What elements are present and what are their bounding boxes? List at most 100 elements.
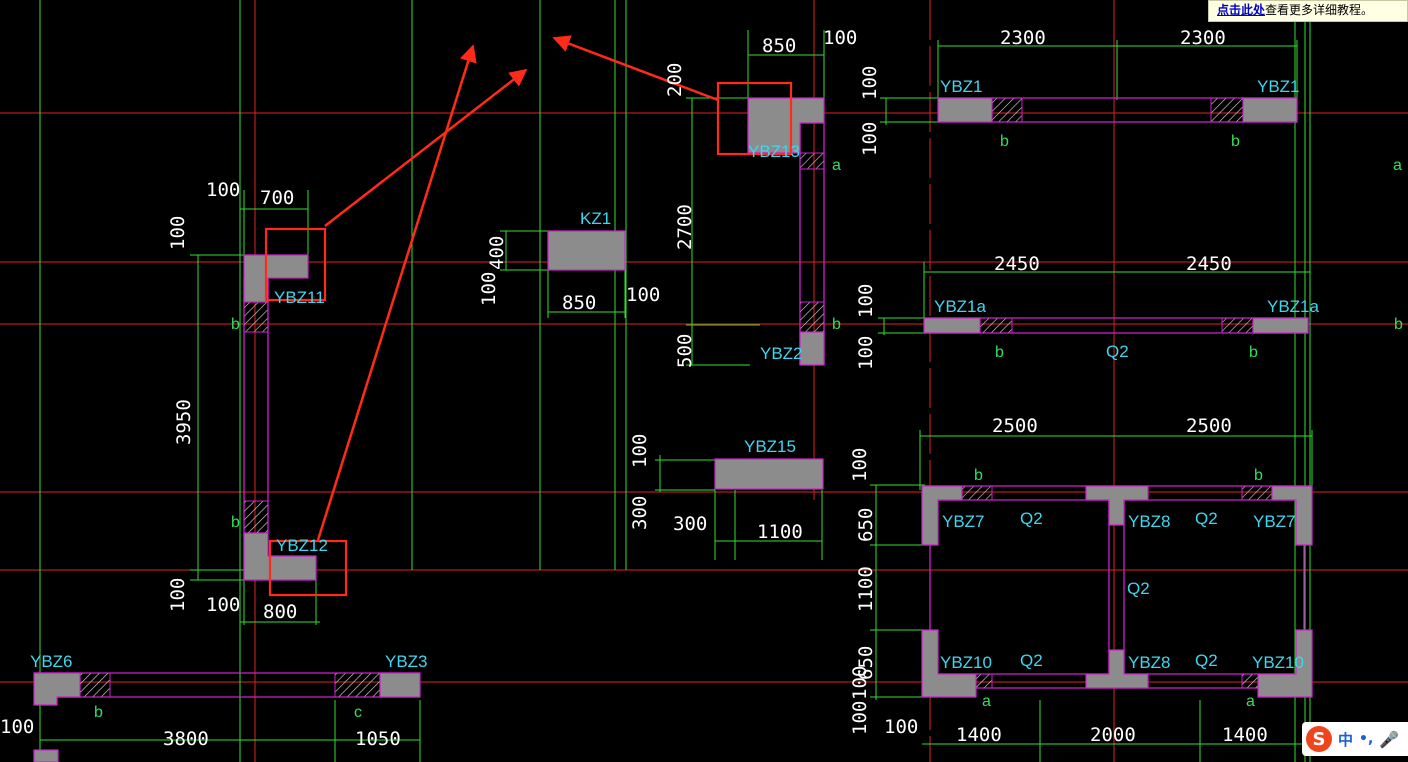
dim-2700: 2700 [674, 204, 696, 250]
dim-2500-left: 2500 [992, 415, 1038, 437]
dim-800: 800 [263, 601, 297, 623]
label-ybz15: YBZ15 [744, 437, 796, 456]
dim-100-v-ybz11: 100 [167, 216, 189, 250]
dim-850-top: 850 [762, 35, 796, 57]
dim-2300-left: 2300 [1000, 27, 1046, 49]
arrow-1 [552, 35, 719, 102]
dim-2500-right: 2500 [1186, 415, 1232, 437]
dim-100-ybz1a-b: 100 [855, 336, 877, 370]
label-ybz1-right: YBZ1 [1257, 77, 1300, 96]
dim-200-v: 200 [664, 63, 686, 97]
dim-2450-right: 2450 [1186, 253, 1232, 275]
dim-3950: 3950 [173, 399, 195, 445]
ime-mode-toggle[interactable]: 中 [1338, 730, 1354, 749]
dim-100-ybz15: 100 [629, 434, 651, 468]
label-ybz7-right: YBZ7 [1253, 512, 1296, 531]
label-q2-top-left: Q2 [1020, 509, 1043, 528]
tag-b-9: b [1254, 467, 1263, 484]
dim-100-ybz11: 100 [206, 179, 240, 201]
dim-100-ybz1a-a: 100 [855, 284, 877, 318]
dim-100-kz1-right: 100 [626, 284, 660, 306]
label-ybz2: YBZ2 [760, 344, 803, 363]
tag-b-11: b [94, 704, 103, 721]
dimension-lines [39, 0, 1313, 762]
tag-a-2: a [1393, 157, 1402, 174]
dim-1100-h: 1100 [757, 521, 803, 543]
dim-500: 500 [674, 334, 696, 368]
tutorial-tooltip: 点击此处查看更多详细教程。 [1208, 0, 1408, 22]
dim-3800: 3800 [163, 728, 209, 750]
label-ybz10-right: YBZ10 [1252, 653, 1304, 672]
dim-200-ybz1: 100 [859, 66, 881, 100]
label-ybz11: YBZ11 [274, 288, 325, 307]
tag-b-3: b [231, 316, 240, 333]
tag-b-2: b [1231, 133, 1240, 150]
dimension-texts: 850 100 2300 2300 200 100 100 100 700 10… [0, 27, 1268, 750]
label-ybz12: YBZ12 [276, 536, 328, 555]
highlight-box-ybz12 [268, 539, 348, 597]
dim-100-ybz1: 100 [859, 122, 881, 156]
dim-100-br: 100 [884, 716, 918, 738]
dim-650-top: 650 [855, 508, 877, 542]
tooltip-link[interactable]: 点击此处 [1217, 3, 1266, 17]
tooltip-text: 查看更多详细教程。 [1265, 3, 1374, 17]
dim-1400-right: 1400 [1222, 724, 1268, 746]
dim-100-ybz12-h: 100 [206, 594, 240, 616]
dim-400: 400 [486, 236, 508, 270]
ime-toolbar[interactable]: S 中 •, 🎤 [1302, 722, 1408, 756]
element-labels: YBZ1 YBZ1 YBZ13 KZ1 YBZ11 YBZ1a YBZ1a YB… [30, 77, 1320, 672]
dim-1100-v: 1100 [855, 566, 877, 612]
ime-punctuation-toggle[interactable]: •, [1359, 731, 1374, 747]
zone-tags: b b a a b b b b b b b b a a b c [94, 133, 1403, 721]
arrow-3 [316, 44, 477, 541]
tag-b-8: b [974, 467, 983, 484]
dim-100-ybz7: 100 [849, 448, 871, 482]
label-ybz3: YBZ3 [385, 652, 428, 671]
dim-100-ybz12-v: 100 [167, 578, 189, 612]
dim-850-kz1: 850 [562, 292, 596, 314]
dim-100-ybz10: 100 [849, 666, 871, 700]
tag-c-1: c [354, 704, 362, 721]
dim-100-kz1: 100 [478, 272, 500, 306]
tag-a-4: a [1246, 693, 1255, 710]
label-ybz6: YBZ6 [30, 652, 73, 671]
dim-2300-right: 2300 [1180, 27, 1226, 49]
tag-a-3: a [982, 693, 991, 710]
label-q2-bottom-left: Q2 [1020, 651, 1043, 670]
label-ybz1-left: YBZ1 [940, 77, 983, 96]
tag-b-10: b [231, 514, 240, 531]
label-q2-mid: Q2 [1127, 579, 1150, 598]
dim-700: 700 [260, 187, 294, 209]
dim-1400-left: 1400 [956, 724, 1002, 746]
tag-a-1: a [832, 157, 841, 174]
dim-2000: 2000 [1090, 724, 1136, 746]
dim-650-bottom: 650 [855, 646, 877, 680]
label-ybz1a-left: YBZ1a [934, 297, 987, 316]
dim-100-bl: 100 [0, 716, 34, 738]
label-q2-bottom-right: Q2 [1195, 651, 1218, 670]
label-ybz10-left: YBZ10 [940, 653, 992, 672]
hatch-zones [79, 97, 1273, 698]
dim-100-top: 100 [823, 27, 857, 49]
tag-b-4: b [832, 316, 841, 333]
mic-icon[interactable]: 🎤 [1379, 729, 1400, 749]
dim-300-h: 300 [673, 513, 707, 535]
dim-100-bottom-v: 100 [849, 701, 871, 735]
label-ybz13: YBZ13 [748, 142, 800, 161]
tag-b-7: b [1394, 316, 1403, 333]
highlight-box-ybz13 [716, 81, 793, 156]
annotation-arrows [316, 35, 719, 541]
label-ybz8-bottom: YBZ8 [1128, 653, 1171, 672]
dim-1050: 1050 [355, 728, 401, 750]
tag-b-5: b [995, 344, 1004, 361]
label-kz1: KZ1 [580, 209, 611, 228]
sogou-logo-icon[interactable]: S [1306, 726, 1332, 752]
tag-b-6: b [1249, 344, 1258, 361]
dim-2450-left: 2450 [994, 253, 1040, 275]
label-q2-top-right: Q2 [1195, 509, 1218, 528]
highlight-boxes [264, 81, 793, 597]
label-q2-ybz1a: Q2 [1106, 342, 1129, 361]
label-ybz7-left: YBZ7 [942, 512, 985, 531]
